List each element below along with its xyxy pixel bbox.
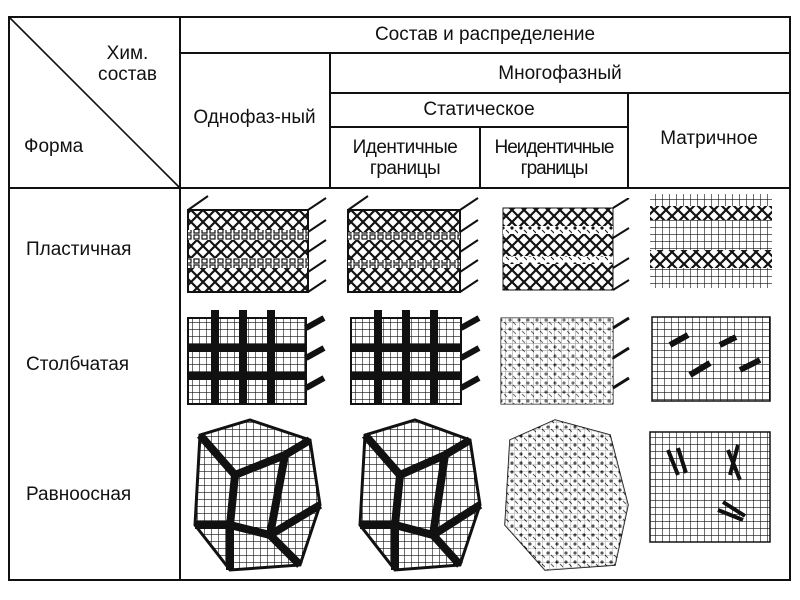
corner-chem-label: Хим. состав: [98, 43, 157, 85]
table-border-left: [8, 16, 10, 581]
col-line-4: [627, 92, 629, 188]
plastic-non-identical-image: [502, 198, 630, 291]
table-border-right: [789, 16, 791, 581]
identical-header: Идентичные границы: [352, 137, 458, 179]
plastic-identical-image: [347, 195, 479, 293]
columnar-single-phase-image: [187, 310, 326, 405]
corner-diagonal: [9, 17, 181, 189]
col-line-2: [329, 52, 331, 188]
table-border-bottom: [8, 579, 791, 581]
multi-phase-header: Многофазный: [498, 63, 622, 84]
non-identical-header: Неидентичные границы: [494, 137, 615, 179]
matrix-header: Матричное: [660, 128, 758, 149]
row-line-3: [329, 126, 628, 128]
plastic-matrix-image: [650, 194, 772, 288]
columnar-non-identical-image: [500, 316, 630, 405]
columnar-identical-image: [350, 310, 481, 405]
equiaxed-single-phase-image: [193, 418, 323, 572]
columnar-matrix-image: [651, 316, 771, 402]
row-label-columnar: Столбчатая: [26, 354, 130, 375]
col-divider: [179, 16, 181, 581]
equiaxed-non-identical-image: [504, 419, 629, 571]
static-header: Статическое: [423, 99, 535, 120]
table-border-top: [8, 16, 791, 18]
row-label-equiaxed: Равноосная: [26, 484, 132, 505]
equiaxed-identical-image: [358, 418, 483, 572]
single-phase-header: Однофаз-ный: [193, 107, 316, 128]
composition-header: Состав и распределение: [374, 24, 596, 45]
row-line-1: [179, 52, 791, 54]
col-line-3: [479, 126, 481, 188]
equiaxed-matrix-image: [649, 431, 771, 543]
row-line-2: [329, 92, 791, 94]
corner-form-label: Форма: [24, 136, 84, 157]
row-label-plastic: Пластичная: [26, 239, 132, 260]
plastic-single-phase-image: [187, 195, 327, 293]
header-divider: [8, 187, 791, 189]
